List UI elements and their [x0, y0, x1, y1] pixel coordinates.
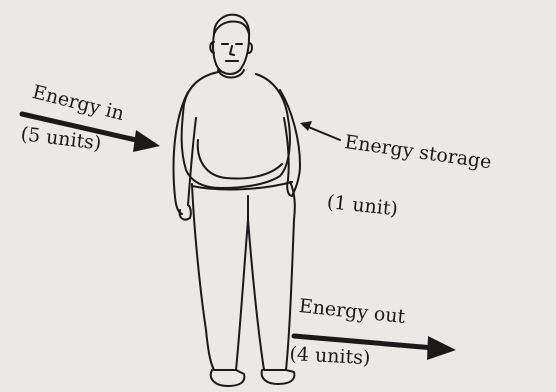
arm-right-inner [283, 117, 290, 181]
trousers-outline [191, 181, 296, 371]
arm-left [172, 91, 189, 215]
ear-left [209, 41, 215, 54]
energy-out-units-label: (4 units) [288, 343, 371, 370]
arm-left-inner [187, 117, 197, 206]
ear-right [248, 42, 253, 54]
energy-in-arrow [19, 111, 160, 152]
energy-storage-pointer-arrow [300, 121, 341, 141]
energy-out-arrow [291, 333, 456, 360]
hair [213, 20, 250, 35]
torso [180, 71, 291, 189]
shoe-right [260, 369, 296, 385]
head [212, 13, 251, 75]
hand-left [178, 204, 192, 221]
hand-right [286, 179, 293, 197]
waistband [191, 181, 293, 191]
belly [196, 139, 283, 180]
arm-right [279, 89, 301, 197]
man-figure [172, 13, 301, 387]
nose [229, 45, 235, 56]
shoe-left [209, 369, 246, 387]
collar [217, 69, 245, 79]
